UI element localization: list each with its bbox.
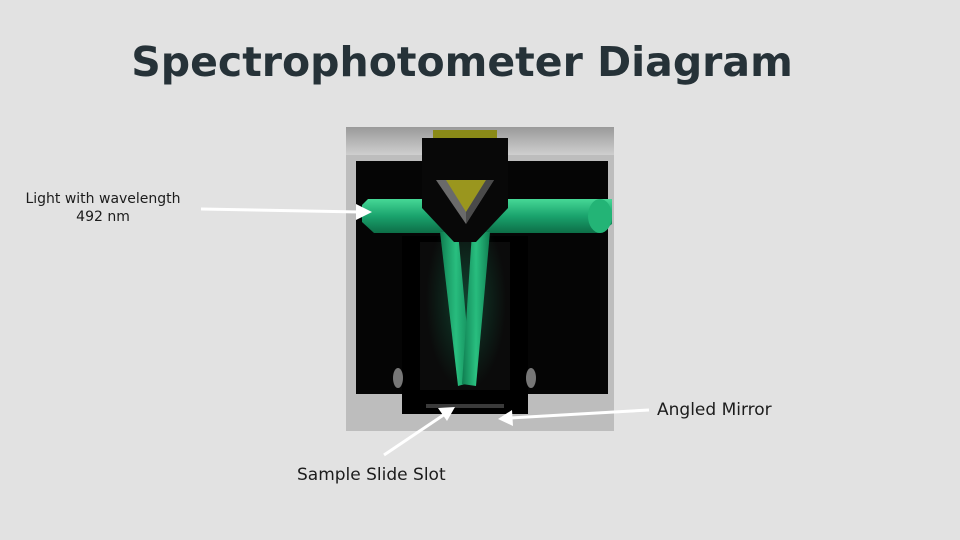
slot-arrow-head bbox=[438, 407, 455, 421]
reflected-light-beam bbox=[426, 210, 506, 390]
slide-title: Spectrophotometer Diagram bbox=[131, 38, 793, 86]
mirror-arrow bbox=[509, 408, 650, 420]
light-label-line1: Light with wavelength bbox=[25, 191, 181, 207]
sample-slide-slot-label: Sample Slide Slot bbox=[297, 465, 446, 485]
prism-mount bbox=[422, 130, 508, 242]
mirror-arrow-head bbox=[498, 410, 513, 426]
light-label-line2: 492 nm bbox=[76, 209, 130, 225]
sample-slide-slot bbox=[402, 392, 528, 414]
slot-arrow bbox=[383, 412, 446, 457]
callout-arrows bbox=[200, 204, 650, 457]
light-arrow bbox=[200, 207, 361, 214]
screws bbox=[393, 368, 536, 388]
light-wavelength-label: Light with wavelength 492 nm bbox=[8, 190, 198, 226]
angled-mirror-label: Angled Mirror bbox=[657, 400, 772, 420]
light-arrow-head bbox=[356, 204, 372, 220]
